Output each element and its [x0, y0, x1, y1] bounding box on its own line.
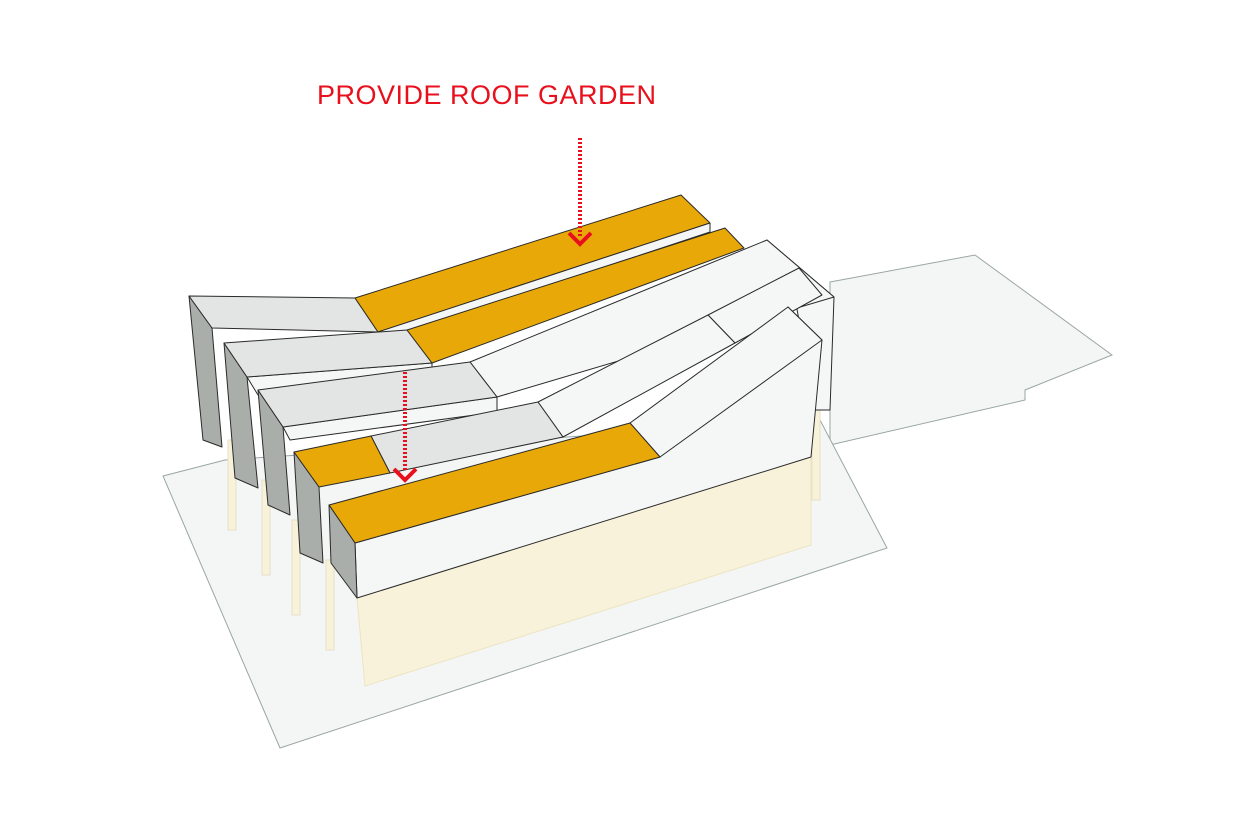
- roof-garden-label: PROVIDE ROOF GARDEN: [317, 80, 657, 110]
- block-1: [188, 194, 711, 448]
- site-plate-right: [829, 254, 1114, 446]
- block-5: [328, 306, 823, 687]
- block-1-roof-grey: [188, 295, 379, 333]
- block-5-side: [328, 504, 358, 599]
- arrow-down-icon: [567, 138, 593, 247]
- block-4: [293, 267, 823, 564]
- roof-garden-3: [293, 435, 391, 488]
- arrow-down-icon: [392, 372, 418, 483]
- block-3-roof-grey: [257, 361, 498, 428]
- roof-garden-2: [406, 227, 745, 364]
